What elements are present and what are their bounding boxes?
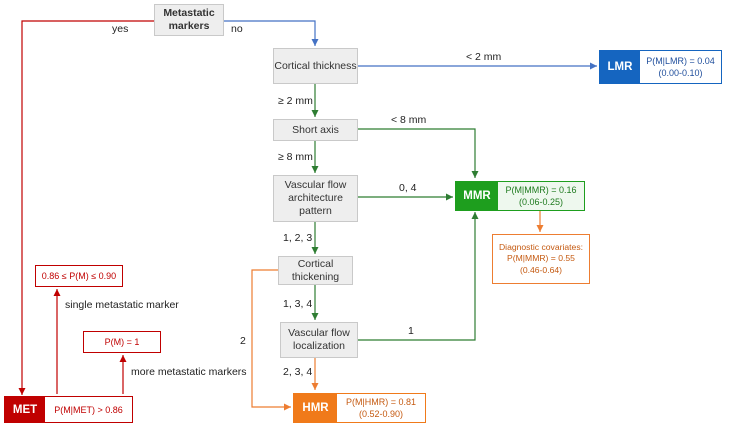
outcome-met-values: P(M|MET) > 0.86 [45,397,132,422]
edge-label-lt8mm: < 8 mm [391,114,427,126]
node-cortical-thickness-text: Cortical thickness [274,59,357,72]
edge-loc1 [358,212,479,341]
edge-label-lt2mm: < 2 mm [466,51,502,63]
edge-label-single-marker: single metastatic marker [65,299,179,311]
edge-label-arch04: 0, 4 [399,182,417,194]
outcome-met-line1: P(M|MET) > 0.86 [54,404,123,415]
outcome-mmr-tag: MMR [456,182,498,210]
probability-certain-text: P(M) = 1 [104,337,140,347]
outcome-mmr-line2: (0.06-0.25) [518,197,564,207]
edge-label-ge2mm: ≥ 2 mm [278,95,313,107]
outcome-met: MET P(M|MET) > 0.86 [4,396,133,423]
edge-label-loc1: 1 [408,325,414,337]
probability-range-box: 0.86 ≤ P(M) ≤ 0.90 [35,265,123,287]
edge-label-ge8mm: ≥ 8 mm [278,151,313,163]
edge-no [224,20,319,46]
outcome-lmr-line1: P(M|LMR) = 0.04 [646,56,715,66]
node-metastatic-markers-text: Metastatic markers [163,7,215,32]
edge-thick2 [251,269,291,411]
outcome-hmr-line1: P(M|HMR) = 0.81 [345,397,417,407]
node-metastatic-markers: Metastatic markers [154,4,224,36]
edge-yes [18,20,154,395]
outcome-mmr-values: P(M|MMR) = 0.16 (0.06-0.25) [498,182,584,210]
outcome-mmr: MMR P(M|MMR) = 0.16 (0.06-0.25) [455,181,585,211]
outcome-lmr-line2: (0.00-0.10) [658,68,703,78]
edge-label-thick134: 1, 3, 4 [283,298,313,310]
node-short-axis: Short axis [273,119,358,141]
outcome-mmr-line1: P(M|MMR) = 0.16 [505,185,577,195]
outcome-hmr-values: P(M|HMR) = 0.81 (0.52-0.90) [337,394,425,422]
edge-label-more-markers: more metastatic markers [131,366,247,378]
node-vascular-flow-architecture: Vascular flow architecture pattern [273,175,358,222]
node-cortical-thickening-text: Cortical thickening [291,257,340,283]
edge-label-arch123: 1, 2, 3 [283,232,313,244]
node-cortical-thickening: Cortical thickening [278,256,353,285]
covariates-line2: P(M|MMR) = 0.55 [507,253,575,264]
edge-label-thick2: 2 [240,335,246,347]
probability-certain-box: P(M) = 1 [83,331,161,353]
node-vascular-flow-localization-text: Vascular flow localization [288,327,350,352]
edge-label-yes: yes [112,23,129,35]
outcome-lmr-tag: LMR [600,51,640,83]
outcome-hmr: HMR P(M|HMR) = 0.81 (0.52-0.90) [293,393,426,423]
outcome-hmr-tag: HMR [294,394,337,422]
covariates-line1: Diagnostic covariates: [498,241,584,252]
probability-range-text: 0.86 ≤ P(M) ≤ 0.90 [41,271,117,281]
outcome-met-tag: MET [5,397,45,422]
edge-label-no: no [231,23,243,35]
node-vascular-flow-architecture-text: Vascular flow architecture pattern [284,179,347,217]
diagnostic-covariates-box: Diagnostic covariates: P(M|MMR) = 0.55 (… [492,234,590,284]
outcome-lmr-values: P(M|LMR) = 0.04 (0.00-0.10) [640,51,721,83]
covariates-line3: (0.46-0.64) [519,264,563,275]
edge-label-loc234: 2, 3, 4 [283,366,313,378]
node-vascular-flow-localization: Vascular flow localization [280,322,358,358]
outcome-hmr-line2: (0.52-0.90) [358,409,404,419]
node-short-axis-text: Short axis [292,123,339,136]
node-cortical-thickness: Cortical thickness [273,48,358,84]
edge-lt8mm [358,128,479,178]
outcome-lmr: LMR P(M|LMR) = 0.04 (0.00-0.10) [599,50,722,84]
